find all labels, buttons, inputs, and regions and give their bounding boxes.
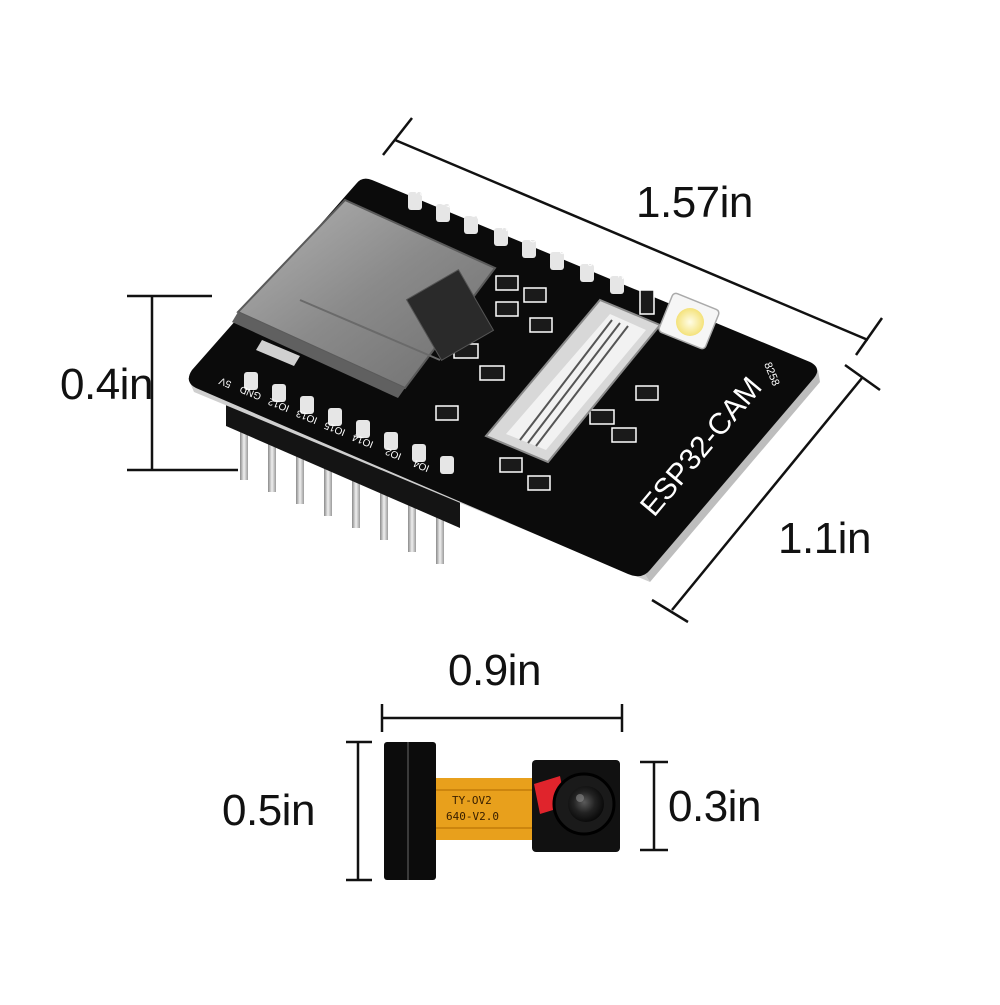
header-pin xyxy=(436,504,444,564)
camera-length-label: 0.9in xyxy=(448,646,541,695)
camera-connector-height-label: 0.5in xyxy=(222,786,315,835)
smd-components xyxy=(435,275,659,491)
pin-label: 5V xyxy=(217,375,233,390)
length-tick-left xyxy=(382,117,413,156)
dimension-lines xyxy=(127,117,884,882)
length-tick-right xyxy=(854,317,884,356)
width-tick-bottom xyxy=(651,598,689,624)
flex-label-line2: 640-V2.0 xyxy=(446,810,499,823)
header-pin xyxy=(324,456,332,516)
camera-lens-height-label: 0.3in xyxy=(668,782,761,831)
header-pin xyxy=(380,480,388,540)
top-pin-pads xyxy=(408,192,624,294)
flash-led xyxy=(658,292,720,350)
header-pin xyxy=(296,444,304,504)
header-pin xyxy=(268,432,276,492)
lens-glass xyxy=(568,786,604,822)
board-width-label: 1.1in xyxy=(778,514,871,563)
board-height-label: 0.4in xyxy=(60,360,153,409)
flex-label-line1: TY-OV2 xyxy=(452,794,492,807)
width-dimension-line xyxy=(671,377,863,611)
chip-grid xyxy=(405,269,495,361)
bottom-pin-pads xyxy=(244,372,454,474)
flex-cable xyxy=(436,778,538,840)
header-pin xyxy=(352,468,360,528)
camera-fpc-connector xyxy=(484,298,662,464)
flex-connector-stiffener xyxy=(384,742,436,880)
board-length-label: 1.57in xyxy=(636,178,753,227)
header-pin xyxy=(240,420,248,480)
pin-header-block xyxy=(226,398,460,528)
width-tick-top xyxy=(844,363,881,392)
bottom-header-pins xyxy=(240,420,444,564)
header-pin xyxy=(408,492,416,552)
length-dimension-line xyxy=(394,138,869,342)
esp32-cam-board: ESP32-CAM 8258 5V GND IO12 IO13 IO15 IO1… xyxy=(188,178,820,582)
ov2640-camera-module: TY-OV2 640-V2.0 xyxy=(384,742,620,880)
